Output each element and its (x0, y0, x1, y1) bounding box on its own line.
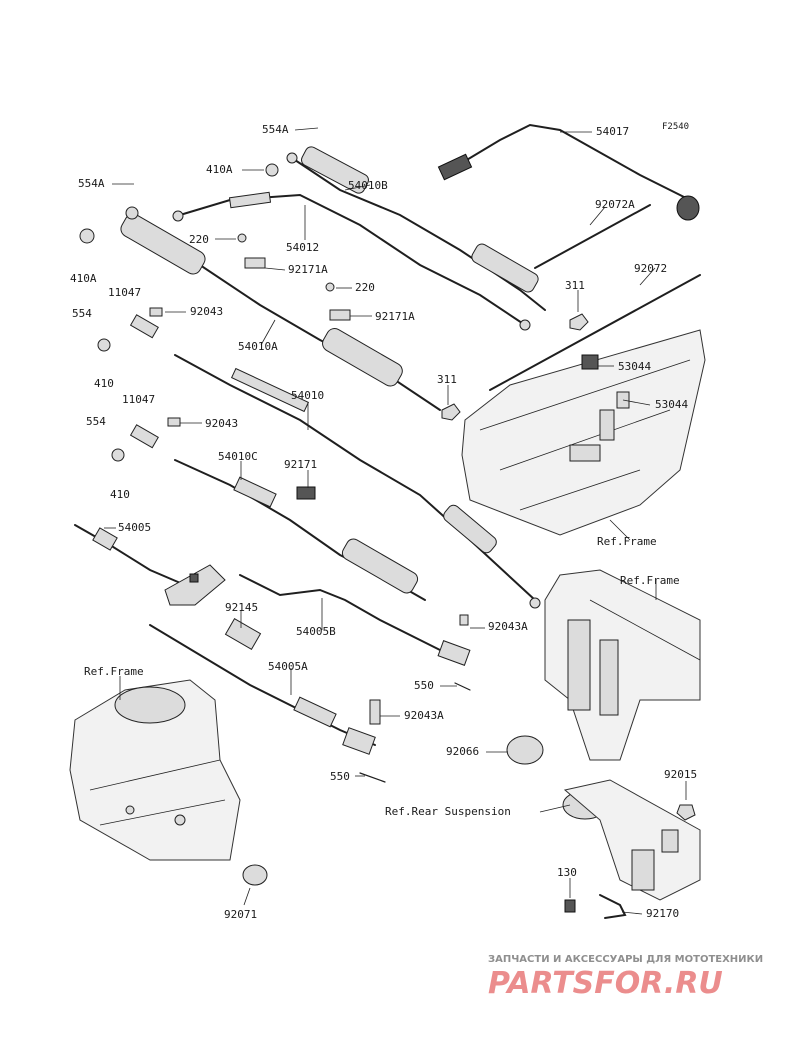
left-frame (69, 679, 241, 861)
label-54010a: 54010A (238, 340, 278, 353)
label-550-a: 550 (414, 679, 434, 692)
label-311-b: 311 (437, 373, 457, 386)
label-11047-a: 11047 (108, 286, 141, 299)
cable-54005a (149, 624, 376, 755)
label-92066: 92066 (446, 745, 479, 758)
reference-labels: Ref.Frame Ref.Frame Ref.Frame Ref.Rear S… (84, 535, 680, 818)
watermark-tagline: ЗАПЧАСТИ И АКСЕССУАРЫ ДЛЯ МОТОТЕХНИКИ (488, 954, 763, 965)
cable-54017 (437, 123, 700, 221)
figure-code: F2540 (662, 122, 689, 132)
cable-54012 (172, 191, 531, 331)
cable-54010c (174, 459, 426, 601)
watermark-brand: PARTSFOR.RU (488, 966, 723, 1001)
cable-54010a (120, 206, 441, 411)
label-92171: 92171 (284, 458, 317, 471)
label-53044-a: 53044 (618, 360, 651, 373)
label-554-a: 554 (72, 307, 92, 320)
label-54005a: 54005A (268, 660, 308, 673)
label-311-a: 311 (565, 279, 585, 292)
label-410-a: 410 (94, 377, 114, 390)
label-54010: 54010 (291, 389, 324, 402)
label-220-b: 220 (355, 281, 375, 294)
label-550-b: 550 (330, 770, 350, 783)
ref-frame-left: Ref.Frame (84, 665, 144, 678)
label-92171a-a: 92171A (288, 263, 328, 276)
label-92043-b: 92043 (205, 417, 238, 430)
label-92171a-b: 92171A (375, 310, 415, 323)
label-554-b: 554 (86, 415, 106, 428)
ref-frame-right-upper: Ref.Frame (620, 574, 680, 587)
cable-54005 (74, 524, 226, 606)
right-frame-lower (544, 569, 701, 761)
rear-suspension-assembly (562, 779, 701, 901)
label-92043a-b: 92043A (404, 709, 444, 722)
watermark: ЗАПЧАСТИ И АКСЕССУАРЫ ДЛЯ МОТОТЕХНИКИ PA… (488, 954, 763, 1001)
label-92043a-a: 92043A (488, 620, 528, 633)
label-220-a: 220 (189, 233, 209, 246)
label-92071: 92071 (224, 908, 257, 921)
label-92072: 92072 (634, 262, 667, 275)
label-54005: 54005 (118, 521, 151, 534)
cable-54010b (286, 146, 546, 311)
long-ties (489, 204, 701, 391)
ref-rear-suspension: Ref.Rear Suspension (385, 805, 511, 818)
washers (79, 163, 696, 919)
cable-54005b (239, 574, 471, 666)
label-92170: 92170 (646, 907, 679, 920)
label-554a-left: 554A (78, 177, 105, 190)
label-54010c: 54010C (218, 450, 258, 463)
right-frame-upper (461, 329, 706, 536)
label-410a-left: 410A (70, 272, 97, 285)
label-92145: 92145 (225, 601, 258, 614)
cable-54010 (174, 354, 541, 609)
label-92072a: 92072A (595, 198, 635, 211)
label-92015: 92015 (664, 768, 697, 781)
label-410-b: 410 (110, 488, 130, 501)
label-410a-top: 410A (206, 163, 233, 176)
label-11047-b: 11047 (122, 393, 155, 406)
label-130: 130 (557, 866, 577, 879)
ref-frame-right-lower: Ref.Frame (597, 535, 657, 548)
label-54010b: 54010B (348, 179, 388, 192)
part-labels: 554A 54017 410A 54010B 554A 92072A 410A … (70, 123, 697, 921)
label-53044-b: 53044 (655, 398, 688, 411)
label-54012: 54012 (286, 241, 319, 254)
label-92043-a: 92043 (190, 305, 223, 318)
label-54017: 54017 (596, 125, 629, 138)
leader-lines (104, 127, 687, 915)
label-554a-top: 554A (262, 123, 289, 136)
label-54005b: 54005B (296, 625, 336, 638)
